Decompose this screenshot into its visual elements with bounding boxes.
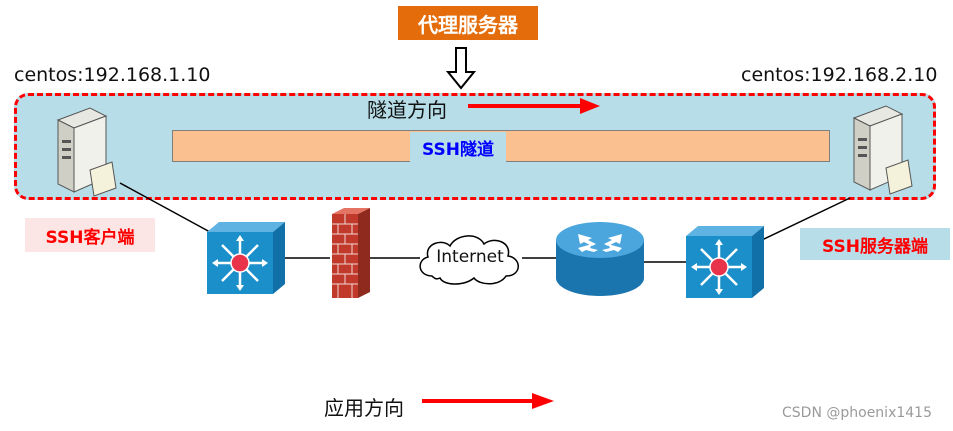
down-arrow-icon [446, 47, 476, 90]
router-icon [556, 222, 644, 296]
internet-label: Internet [436, 247, 504, 267]
app-direction-text: 应用方向 [324, 396, 404, 420]
ssh-tunnel-label: SSH隧道 [410, 132, 506, 162]
switch-icon [686, 226, 764, 298]
ssh-client-label: SSH客户端 [25, 218, 155, 252]
watermark: CSDN @phoenix1415 [782, 405, 932, 421]
firewall-icon [332, 208, 370, 298]
switch-icon [207, 222, 285, 294]
proxy-server-title: 代理服务器 [398, 6, 538, 40]
server-icon [56, 107, 117, 197]
server-host-label: centos:192.168.2.10 [741, 64, 938, 86]
app-direction-arrow [422, 393, 554, 409]
tunnel-direction-text: 隧道方向 [367, 98, 447, 122]
ssh-server-label: SSH服务器端 [800, 228, 950, 260]
tunnel-direction-arrow [468, 98, 600, 114]
cloud-icon [419, 235, 519, 285]
client-host-label: centos:192.168.1.10 [14, 64, 211, 86]
server-icon [852, 105, 913, 195]
